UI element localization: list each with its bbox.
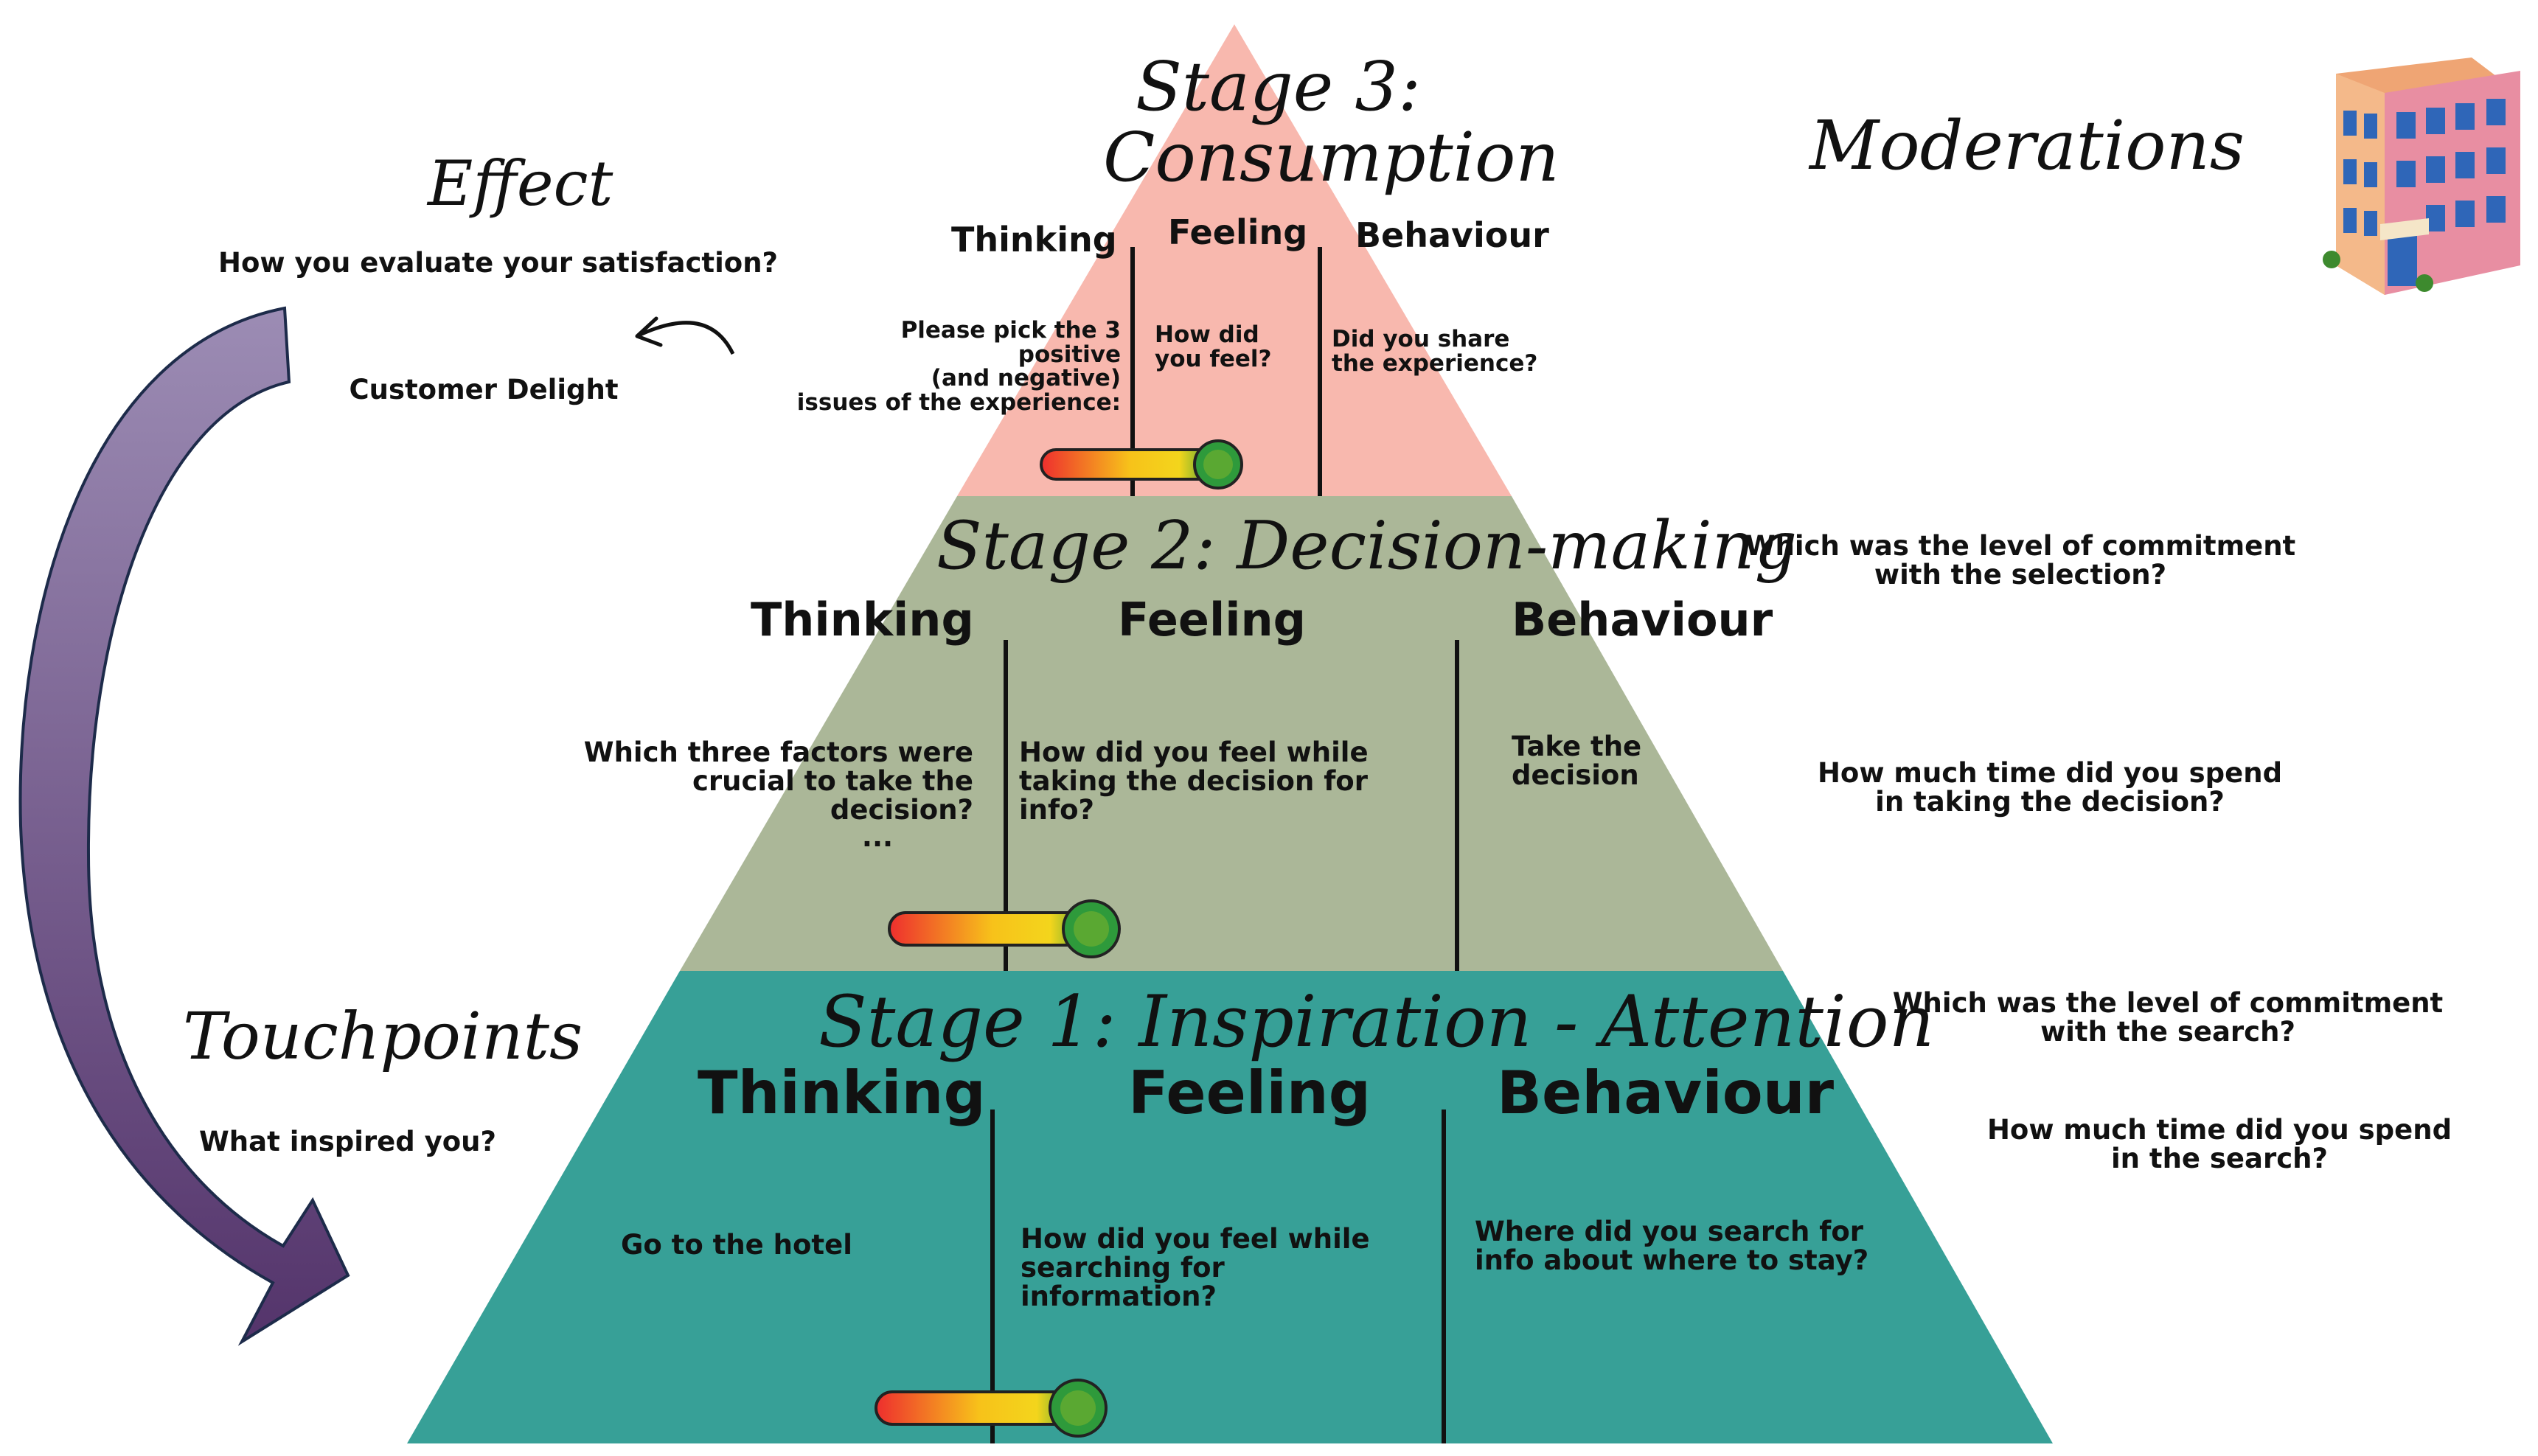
stage2-thinking-question: Which three factors were crucial to take…	[560, 736, 973, 853]
stage3-behaviour-header: Behaviour	[1355, 215, 1549, 255]
stage1-band	[407, 971, 2053, 1443]
moderations-title: Moderations	[1809, 106, 2245, 185]
touchpoints-title: Touchpoints	[183, 998, 583, 1074]
stage2-behaviour-header: Behaviour	[1512, 593, 1773, 647]
search-time-question: How much time did you spend in the searc…	[1986, 1114, 2452, 1174]
decision-time-question: How much time did you spend in taking th…	[1817, 757, 2283, 818]
stage3-thinking-question-line1: Please pick the 3 positive	[900, 317, 1121, 368]
stage2-title: Stage 2: Decision-making	[936, 507, 1798, 585]
hotel-building-icon: HOTEL	[2323, 58, 2520, 295]
stage2-band	[680, 496, 1783, 971]
stage3-band	[957, 24, 1512, 496]
effect-curved-arrow-icon	[635, 316, 735, 355]
stage3-behaviour-question: Did you share the experience?	[1332, 326, 1538, 377]
effect-question: How you evaluate your satisfaction?	[218, 247, 779, 279]
stage2-thinking-question-line2: crucial to take the decision?	[692, 764, 973, 826]
stage1-behaviour-question: Where did you search for info about wher…	[1475, 1216, 1869, 1276]
stage1-thinking-question: Go to the hotel	[621, 1229, 852, 1261]
touchpoints-question: What inspired you?	[199, 1126, 496, 1157]
stage3-thermometer-icon	[1040, 439, 1243, 490]
stage3-title-line1: Stage 3:	[1136, 47, 1421, 126]
stage3-thinking-header: Thinking	[951, 220, 1117, 259]
stage2-thermometer-icon	[888, 899, 1121, 958]
selection-commitment-question: Which was the level of commitment with t…	[1745, 530, 2296, 591]
stage3-feeling-header: Feeling	[1168, 212, 1308, 252]
stage1-feeling-question: How did you feel while searching for inf…	[1021, 1223, 1370, 1312]
effect-answer: Customer Delight	[349, 374, 619, 405]
stage3-feeling-question: How did you feel?	[1155, 321, 1272, 372]
stage3-thinking-question: Please pick the 3 positive (and negative…	[796, 318, 1121, 414]
search-commitment-question: Which was the level of commitment with t…	[1892, 987, 2444, 1048]
stage1-title: Stage 1: Inspiration - Attention	[818, 980, 1935, 1063]
stage1-feeling-header: Feeling	[1128, 1059, 1371, 1127]
stage2-feeling-question: How did you feel while taking the decisi…	[1019, 736, 1369, 826]
curved-arrow-icon	[18, 306, 350, 1346]
stage2-thinking-question-line3: ...	[861, 821, 894, 853]
stage1-behaviour-header: Behaviour	[1497, 1059, 1835, 1127]
stage3-thinking-question-line3: issues of the experience:	[796, 389, 1121, 416]
effect-title: Effect	[428, 147, 613, 220]
stage3-title-line2: Consumption	[1103, 118, 1560, 197]
stage3-thinking-question-line2: (and negative)	[931, 365, 1121, 392]
stage2-thinking-question-line1: Which three factors were	[583, 736, 973, 768]
stage2-behaviour-question: Take the decision	[1512, 731, 1642, 791]
stage1-thermometer-icon	[875, 1379, 1108, 1438]
stage2-thinking-header: Thinking	[751, 593, 974, 647]
stage2-feeling-header: Feeling	[1118, 593, 1306, 647]
stage1-thinking-header: Thinking	[698, 1059, 986, 1127]
